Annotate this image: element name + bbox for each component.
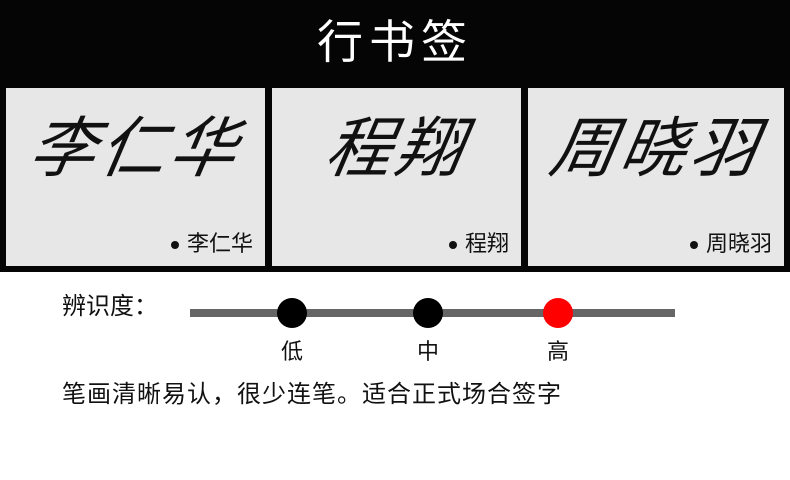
signature-sample: 李仁华 [23,110,248,187]
legibility-marker-high[interactable] [543,298,573,328]
level-label-low: 低 [280,340,303,365]
caption-text: 程翔 [464,232,509,257]
legibility-label: 辨识度： [62,292,158,320]
bullet-icon [448,241,457,249]
signature-card-1[interactable]: 李仁华 李仁华 [6,88,265,266]
signature-sample: 周晓羽 [544,110,768,187]
bullet-icon [170,241,179,249]
signature-sample: 程翔 [319,110,474,187]
level-label-high: 高 [546,340,569,365]
caption-text: 周晓羽 [705,232,772,257]
page-title: 行书签 [317,15,473,69]
legibility-marker-low[interactable] [277,298,307,328]
style-description: 笔画清晰易认，很少连笔。适合正式场合签字 [62,380,562,408]
signature-caption: 程翔 [448,232,509,257]
signature-cards: 李仁华 李仁华 程翔 程翔 周晓羽 周晓羽 [0,84,790,272]
signature-caption: 周晓羽 [689,232,772,257]
header-banner: 行书签 [0,0,790,84]
caption-text: 李仁华 [186,232,253,257]
signature-card-2[interactable]: 程翔 程翔 [272,88,521,266]
legibility-marker-mid[interactable] [413,298,443,328]
level-label-mid: 中 [416,340,439,365]
bullet-icon [689,241,698,249]
signature-card-3[interactable]: 周晓羽 周晓羽 [528,88,784,266]
signature-caption: 李仁华 [170,232,253,257]
